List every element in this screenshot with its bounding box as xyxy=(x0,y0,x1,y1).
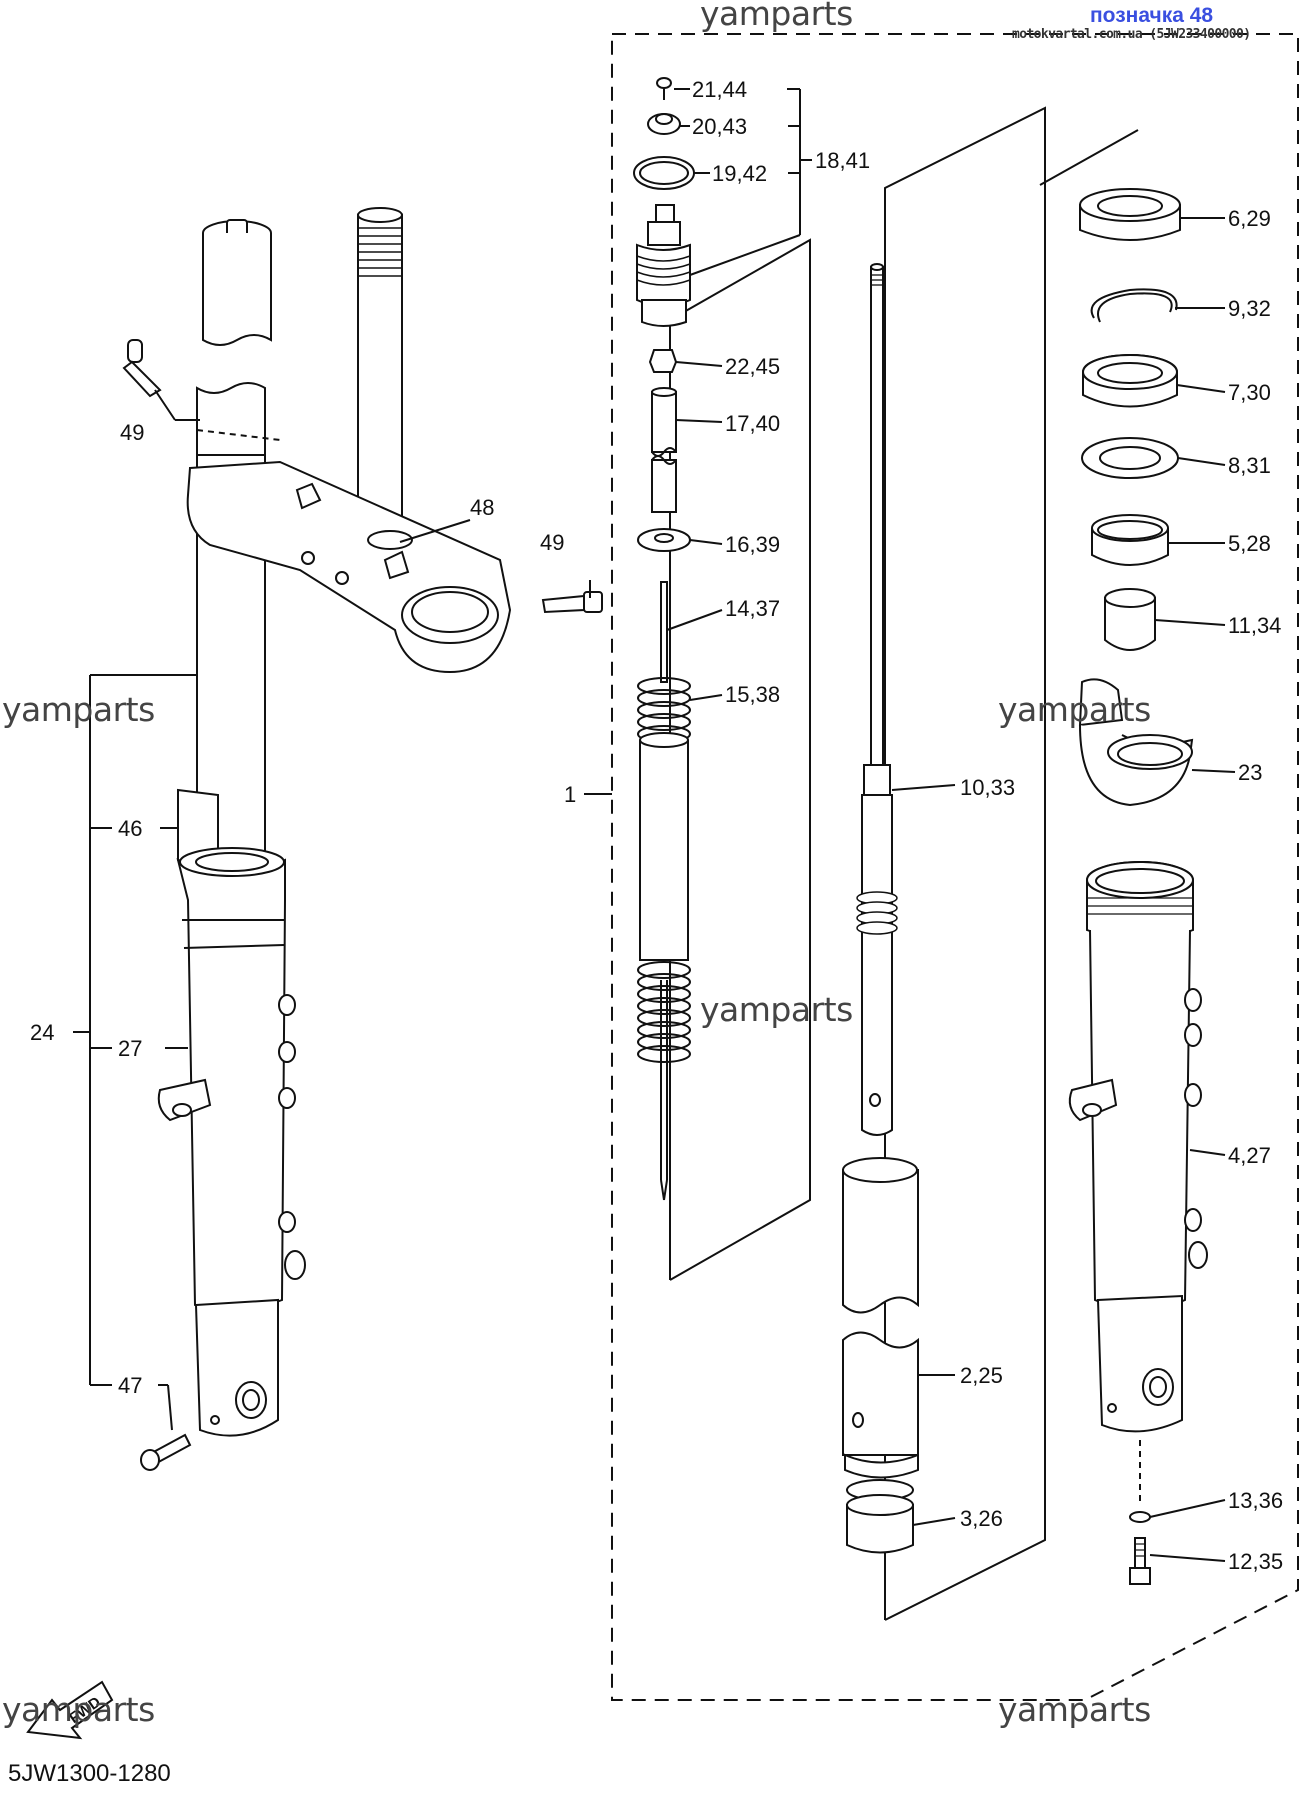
left-group-brackets xyxy=(73,389,591,1431)
watermark-left: yamparts xyxy=(2,690,155,729)
label-19-42: 19,42 xyxy=(712,161,767,186)
label-2-25: 2,25 xyxy=(960,1363,1003,1388)
label-4-27: 4,27 xyxy=(1228,1143,1271,1168)
outer-tube-group-frame xyxy=(1039,129,1139,186)
label-47: 47 xyxy=(118,1373,142,1398)
watermark-top: yamparts xyxy=(700,0,853,33)
label-1: 1 xyxy=(564,782,576,807)
column-2-parts xyxy=(842,263,956,1554)
spring-top xyxy=(637,677,691,743)
label-21-44: 21,44 xyxy=(692,77,747,102)
label-22-45: 22,45 xyxy=(725,354,780,379)
label-49-right: 49 xyxy=(540,530,564,555)
label-13-36: 13,36 xyxy=(1228,1488,1283,1513)
label-23: 23 xyxy=(1238,760,1262,785)
site-caption: motokvartal.com.ua (5JW233400000) xyxy=(1012,27,1251,42)
spring-bottom xyxy=(637,961,691,1063)
watermark-bottom-left: yamparts xyxy=(2,1690,155,1729)
label-3-26: 3,26 xyxy=(960,1506,1003,1531)
diagram-code: 5JW1300-1280 xyxy=(8,1760,171,1787)
label-18-41: 18,41 xyxy=(815,148,870,173)
label-7-30: 7,30 xyxy=(1228,380,1271,405)
label-5-28: 5,28 xyxy=(1228,531,1271,556)
damper-group-frame xyxy=(669,238,811,1281)
assembly-boundary xyxy=(611,33,1299,1701)
label-17-40: 17,40 xyxy=(725,411,780,436)
reference-link[interactable]: позначка 48 xyxy=(1090,4,1214,27)
part-labels: 21,44 20,43 19,42 18,41 22,45 17,40 16,3… xyxy=(30,77,1283,1574)
label-15-38: 15,38 xyxy=(725,682,780,707)
watermark-bottom-right: yamparts xyxy=(998,1690,1151,1729)
column-1-parts xyxy=(584,77,812,1201)
label-11-34: 11,34 xyxy=(1228,613,1281,638)
label-9-32: 9,32 xyxy=(1228,296,1271,321)
label-20-43: 20,43 xyxy=(692,114,747,139)
label-10-33: 10,33 xyxy=(960,775,1015,800)
watermark-right: yamparts xyxy=(998,690,1151,729)
watermark-center: yamparts xyxy=(700,990,853,1029)
label-48: 48 xyxy=(470,495,494,520)
label-24: 24 xyxy=(30,1020,54,1045)
label-12-35: 12,35 xyxy=(1228,1549,1283,1574)
label-16-39: 16,39 xyxy=(725,532,780,557)
cartridge-group-frame xyxy=(884,106,1046,1621)
label-46: 46 xyxy=(118,816,142,841)
label-14-37: 14,37 xyxy=(725,596,780,621)
label-27: 27 xyxy=(118,1036,142,1061)
column-3-parts xyxy=(1068,188,1236,1585)
label-8-31: 8,31 xyxy=(1228,453,1271,478)
label-6-29: 6,29 xyxy=(1228,206,1271,231)
fork-assembly xyxy=(122,207,603,1471)
label-49-top: 49 xyxy=(120,420,144,445)
